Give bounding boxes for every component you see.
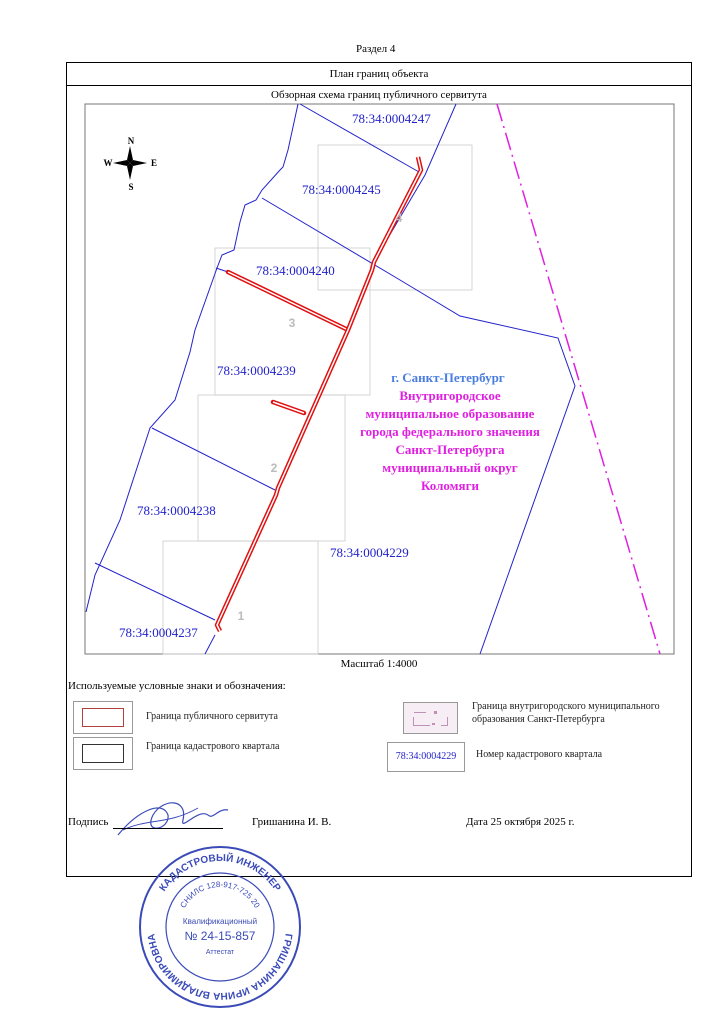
stamp-seal: КАДАСТРОВЫЙ ИНЖЕНЕР ГРИШАНИНА ИРИНА ВЛАД… xyxy=(139,846,301,1008)
overview-map: N S W E 78:34:0004247 78:34:0004245 78:3… xyxy=(84,103,675,655)
quarter-label: 78:34:0004240 xyxy=(256,263,335,278)
sheet-1 xyxy=(162,540,319,655)
quarter-label: 78:34:0004238 xyxy=(137,503,216,518)
municipal-boundary xyxy=(496,103,661,655)
cadastral-line xyxy=(85,103,299,613)
compass-n: N xyxy=(128,136,135,146)
legend-label: Граница кадастрового квартала xyxy=(146,741,280,752)
quarter-label: 78:34:0004239 xyxy=(217,363,296,378)
svg-text:города федерального значения: города федерального значения xyxy=(360,424,540,439)
document-date: Дата 25 октября 2025 г. xyxy=(466,816,575,828)
compass-s: S xyxy=(128,182,133,192)
sheet-number: 4 xyxy=(396,211,403,225)
legend-label: Граница публичного сервитута xyxy=(146,711,278,722)
city-label: г. Санкт-Петербург xyxy=(391,370,505,385)
stamp-center1: Квалификационный xyxy=(183,917,257,926)
stamp-center2: № 24-15-857 xyxy=(185,929,256,943)
cadastral-line xyxy=(204,634,216,655)
legend-quarter-sample: 78:34:0004229 xyxy=(387,742,465,772)
signature-label: Подпись xyxy=(68,816,109,828)
legend-cadastral-symbol xyxy=(73,737,133,770)
signer-name: Гришанина И. В. xyxy=(252,816,332,828)
compass-w: W xyxy=(104,158,113,168)
svg-text:Коломяги: Коломяги xyxy=(421,478,479,493)
cadastral-line xyxy=(94,562,216,621)
legend-servitude-symbol xyxy=(73,701,133,734)
cadastral-line xyxy=(299,103,420,173)
scale-label: Масштаб 1:4000 xyxy=(340,658,418,670)
stamp-snils: СНИЛС 128-917-725 20 xyxy=(178,880,261,910)
signature-line xyxy=(113,828,223,829)
section-title: Раздел 4 xyxy=(356,43,396,55)
sheet-rects xyxy=(162,144,473,655)
svg-text:муниципальное образование: муниципальное образование xyxy=(366,406,535,421)
cadastral-boundaries xyxy=(85,103,576,655)
stamp-center3: Аттестат xyxy=(206,949,235,956)
plan-header: План границ объекта xyxy=(66,62,692,86)
sheet-number: 2 xyxy=(271,461,278,475)
quarter-label: 78:34:0004237 xyxy=(119,625,198,640)
svg-text:Внутригородское: Внутригородское xyxy=(399,388,501,403)
document-frame xyxy=(66,62,692,877)
signature-image xyxy=(117,802,229,836)
sheet-4 xyxy=(317,144,473,291)
cadastral-line xyxy=(261,197,576,655)
legend-label: Номер кадастрового квартала xyxy=(476,749,603,760)
municipality-label: Внутригородское муниципальное образовани… xyxy=(360,388,540,493)
compass-icon xyxy=(113,146,147,180)
servitude-boundary xyxy=(214,156,424,633)
legend-label: Граница внутригородского муниципального … xyxy=(472,701,660,725)
svg-text:муниципальный округ: муниципальный округ xyxy=(382,460,518,475)
quarter-label: 78:34:0004245 xyxy=(302,182,381,197)
cadastral-line xyxy=(151,427,276,491)
sheet-number: 3 xyxy=(289,316,296,330)
sheet-number: 1 xyxy=(238,609,245,623)
quarter-label: 78:34:0004247 xyxy=(352,111,431,126)
map-border xyxy=(84,103,675,655)
legend-title: Используемые условные знаки и обозначени… xyxy=(68,680,286,692)
svg-text:Санкт-Петербурга: Санкт-Петербурга xyxy=(396,442,505,457)
compass-e: E xyxy=(151,158,157,168)
legend-municipal-symbol xyxy=(403,702,458,734)
map-title: Обзорная схема границ публичного сервиту… xyxy=(271,89,487,101)
quarter-label: 78:34:0004229 xyxy=(330,545,409,560)
